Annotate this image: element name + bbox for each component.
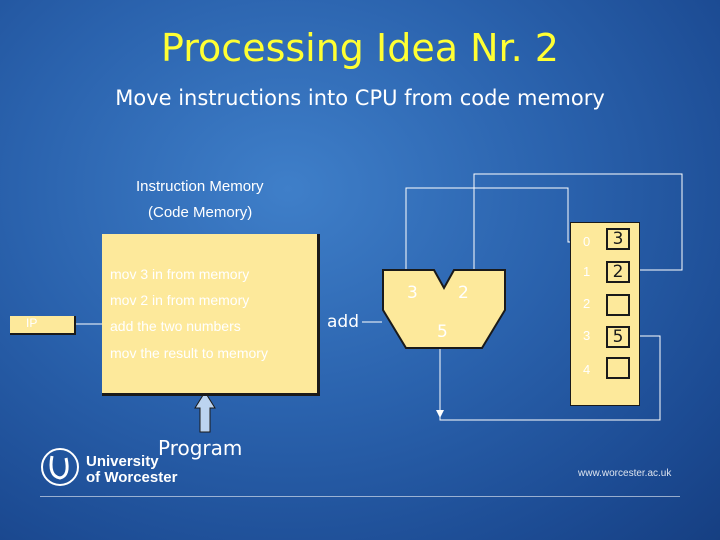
page-subtitle: Move instructions into CPU from code mem… — [115, 86, 605, 110]
page-title: Processing Idea Nr. 2 — [161, 26, 559, 70]
memory-cell-1: 2 — [606, 261, 630, 283]
wire-outer-loop — [473, 173, 683, 282]
program-label: Program — [158, 436, 243, 460]
instruction-pointer-box — [10, 316, 76, 335]
memory-cell-0: 3 — [606, 228, 630, 250]
memory-cell-4 — [606, 357, 630, 379]
footer-url[interactable]: www.worcester.ac.uk — [578, 468, 672, 479]
code-memory-label: (Code Memory) — [148, 204, 253, 221]
code-memory-box — [102, 234, 320, 396]
memory-address-1: 1 — [583, 264, 591, 279]
instruction-1: mov 3 in from memory — [110, 266, 250, 282]
instruction-3: add the two numbers — [110, 318, 241, 334]
memory-address-3: 3 — [583, 328, 591, 343]
logo-text-line2: of Worcester — [86, 469, 178, 486]
wire-result — [439, 335, 661, 421]
alu-shape — [382, 269, 506, 349]
alu-input-a: 3 — [407, 283, 418, 303]
memory-address-0: 0 — [583, 234, 591, 249]
memory-address-4: 4 — [583, 362, 591, 377]
instruction-2: mov 2 in from memory — [110, 292, 250, 308]
memory-cell-2 — [606, 294, 630, 316]
alu-output: 5 — [437, 322, 448, 342]
arrowhead-result — [436, 410, 444, 418]
memory-address-2: 2 — [583, 296, 591, 311]
program-arrow-icon — [194, 391, 216, 433]
instruction-4: mov the result to memory — [110, 345, 268, 361]
instruction-pointer-label: IP — [26, 316, 38, 330]
instruction-memory-label: Instruction Memory — [136, 178, 264, 195]
alu-input-b: 2 — [458, 283, 469, 303]
wire-mem-to-alu-a — [405, 187, 570, 280]
footer-divider — [40, 496, 680, 497]
logo-text-line1: University — [86, 453, 159, 470]
alu-operation-label: add — [327, 312, 359, 332]
memory-cell-3: 5 — [606, 326, 630, 348]
university-logo-icon — [41, 448, 79, 486]
